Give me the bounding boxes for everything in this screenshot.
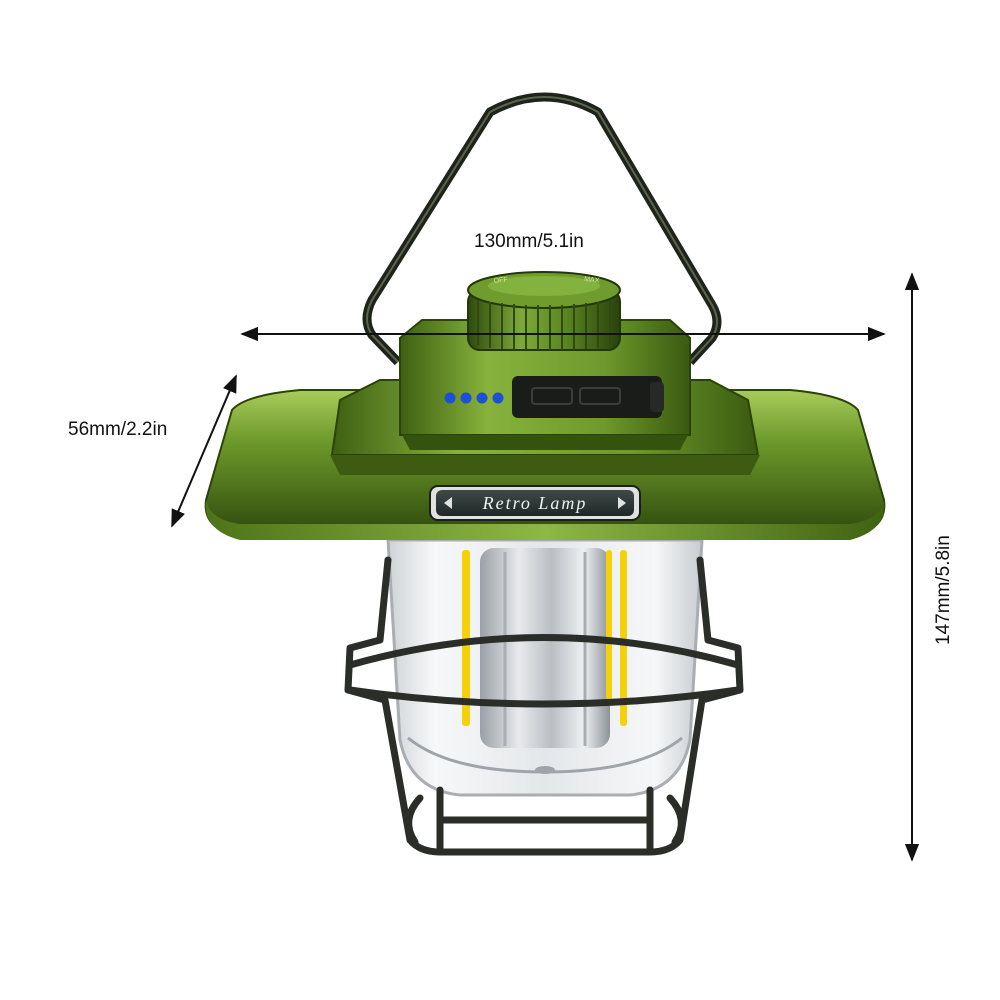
- usb-port-cover[interactable]: [512, 376, 664, 418]
- battery-led-4: [492, 392, 504, 404]
- led-filament-right-2: [620, 550, 627, 726]
- glass-chimney: [386, 538, 704, 797]
- dimmer-knob[interactable]: OFF MAX: [467, 271, 621, 351]
- width-dimension-label: 130mm/5.1in: [474, 231, 584, 252]
- battery-indicator: [444, 392, 504, 404]
- depth-arrow: [171, 374, 237, 528]
- badge-text: Retro Lamp: [482, 493, 588, 513]
- light-tube: [480, 548, 610, 748]
- knob-label-max: MAX: [584, 276, 600, 285]
- battery-led-2: [460, 392, 472, 404]
- led-filament-right-1: [606, 550, 612, 700]
- wire-cage: [344, 556, 744, 856]
- led-filament-left: [462, 550, 470, 726]
- battery-led-3: [476, 392, 488, 404]
- retro-lamp-badge: Retro Lamp: [429, 485, 641, 521]
- depth-dimension-label: 56mm/2.2in: [68, 419, 168, 440]
- knob-label-off: OFF: [493, 277, 508, 285]
- hanging-handle: [362, 92, 722, 366]
- dimension-arrows: [171, 272, 920, 862]
- battery-led-1: [444, 392, 456, 404]
- height-dimension-label: 147mm/5.8in: [933, 535, 954, 645]
